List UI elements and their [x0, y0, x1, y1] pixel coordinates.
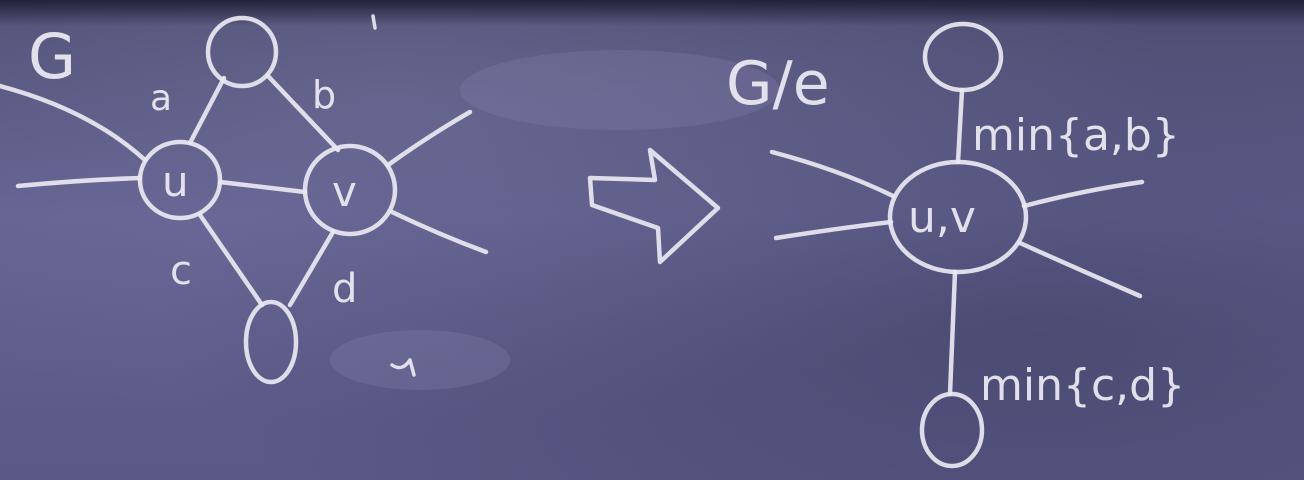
edge-top-label: min{a,b}	[972, 110, 1180, 161]
edge-external-right-top	[1021, 179, 1145, 209]
edge-d-label: d	[332, 266, 357, 312]
edge-a-label: a	[150, 78, 172, 119]
top-node	[205, 15, 279, 89]
edge-external-left-top	[769, 149, 896, 199]
right-graph: G/e u,v min{a,b} min{c,d}	[726, 21, 1185, 469]
bottom-node	[243, 299, 299, 385]
stray-chalk-mark	[390, 358, 416, 377]
chalk-smudge	[460, 50, 780, 130]
edge-external-right-bottom	[1017, 240, 1143, 299]
node-u-label: u	[162, 157, 189, 206]
merged-node-label: u,v	[908, 192, 976, 243]
right-bottom-node	[919, 391, 985, 469]
edge-d	[287, 229, 336, 308]
edge-external-left-bottom	[773, 219, 894, 241]
edge-bottom-merged	[947, 269, 958, 397]
left-graph-title: G	[28, 20, 76, 93]
arrow-outline	[587, 147, 721, 265]
edge-uv	[217, 179, 308, 195]
right-top-node	[922, 21, 1004, 93]
chalk-smudge	[330, 330, 510, 390]
node-v-label: v	[332, 167, 357, 216]
edge-b-label: b	[312, 73, 336, 117]
edge-external-v-bottom	[389, 209, 489, 255]
edge-a	[187, 75, 227, 146]
edge-c	[197, 212, 265, 308]
edge-external-u-left	[15, 175, 143, 189]
left-graph: G u v a b c d	[0, 14, 489, 385]
edge-c-label: c	[170, 248, 192, 294]
edge-external-u-top	[0, 83, 148, 163]
stray-chalk-mark	[371, 14, 377, 30]
edge-b	[265, 73, 341, 153]
right-graph-title: G/e	[726, 49, 830, 119]
edge-bottom-label: min{c,d}	[980, 360, 1185, 411]
edge-external-v-top	[385, 109, 473, 168]
double-arrow-right-icon	[587, 147, 721, 265]
board-top-shadow	[0, 0, 1304, 26]
edge-top-merged	[955, 87, 965, 165]
